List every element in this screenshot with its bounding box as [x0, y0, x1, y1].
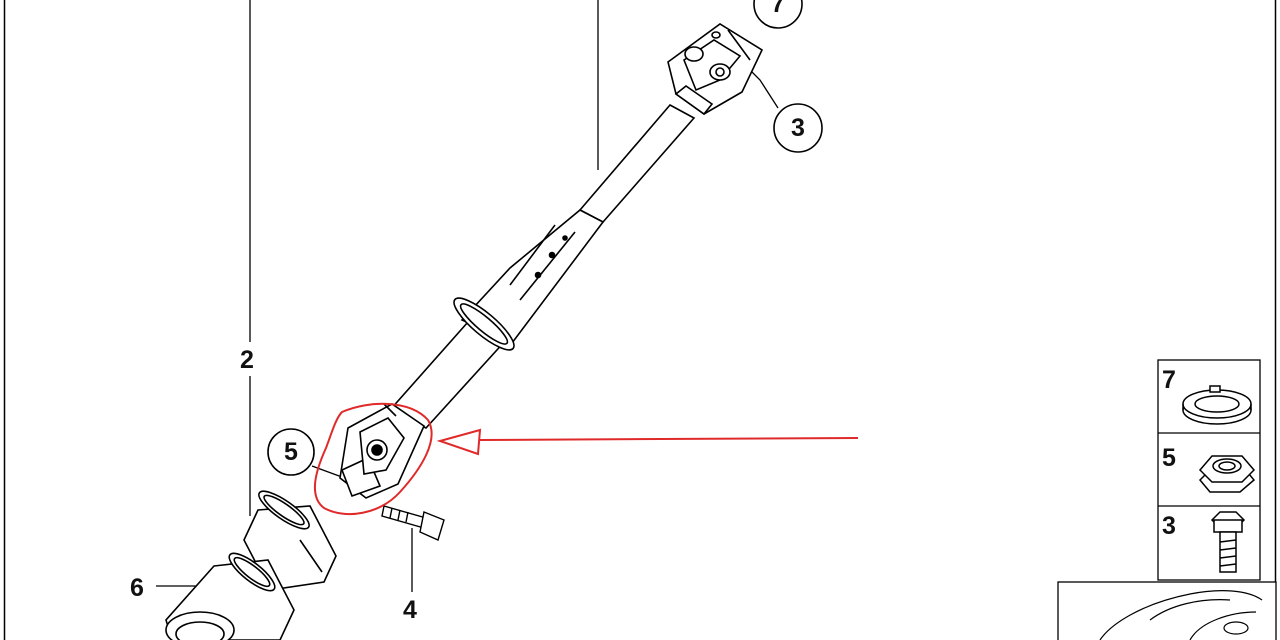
callout-5-circle: 5	[267, 428, 315, 476]
diagram-frame	[3, 0, 1277, 640]
callout-3: 3	[791, 114, 805, 142]
pinch-bolt	[381, 505, 445, 541]
legend-label-5: 5	[1162, 444, 1176, 472]
legend-label-7: 7	[1162, 366, 1176, 394]
leader-lines	[156, 0, 779, 592]
callout-5: 5	[284, 438, 298, 466]
highlight-circle	[313, 402, 433, 515]
callout-7: 7	[771, 0, 785, 18]
arrow-shaft	[479, 437, 859, 441]
callout-3-circle: 3	[773, 103, 823, 153]
car-silhouette-icon	[1099, 590, 1263, 640]
arrow-left-icon	[436, 428, 482, 456]
sleeve-upper	[243, 490, 337, 591]
upper-universal-joint	[667, 23, 764, 116]
lock-ring-icon	[1182, 385, 1252, 425]
parts-legend: 7 5 3	[1157, 359, 1261, 581]
callout-6: 6	[130, 574, 144, 602]
annotation	[313, 402, 859, 515]
steering-shaft	[388, 103, 696, 429]
car-thumbnail	[1057, 581, 1277, 640]
legend-label-3: 3	[1162, 512, 1176, 540]
lower-universal-joint	[339, 403, 426, 499]
hex-bolt-icon	[1210, 511, 1246, 573]
callout-7-circle: 7	[753, 0, 803, 29]
hex-nut-icon	[1198, 455, 1256, 493]
callout-2: 2	[240, 346, 254, 374]
rubber-boot	[165, 552, 295, 640]
callout-4: 4	[403, 596, 417, 624]
